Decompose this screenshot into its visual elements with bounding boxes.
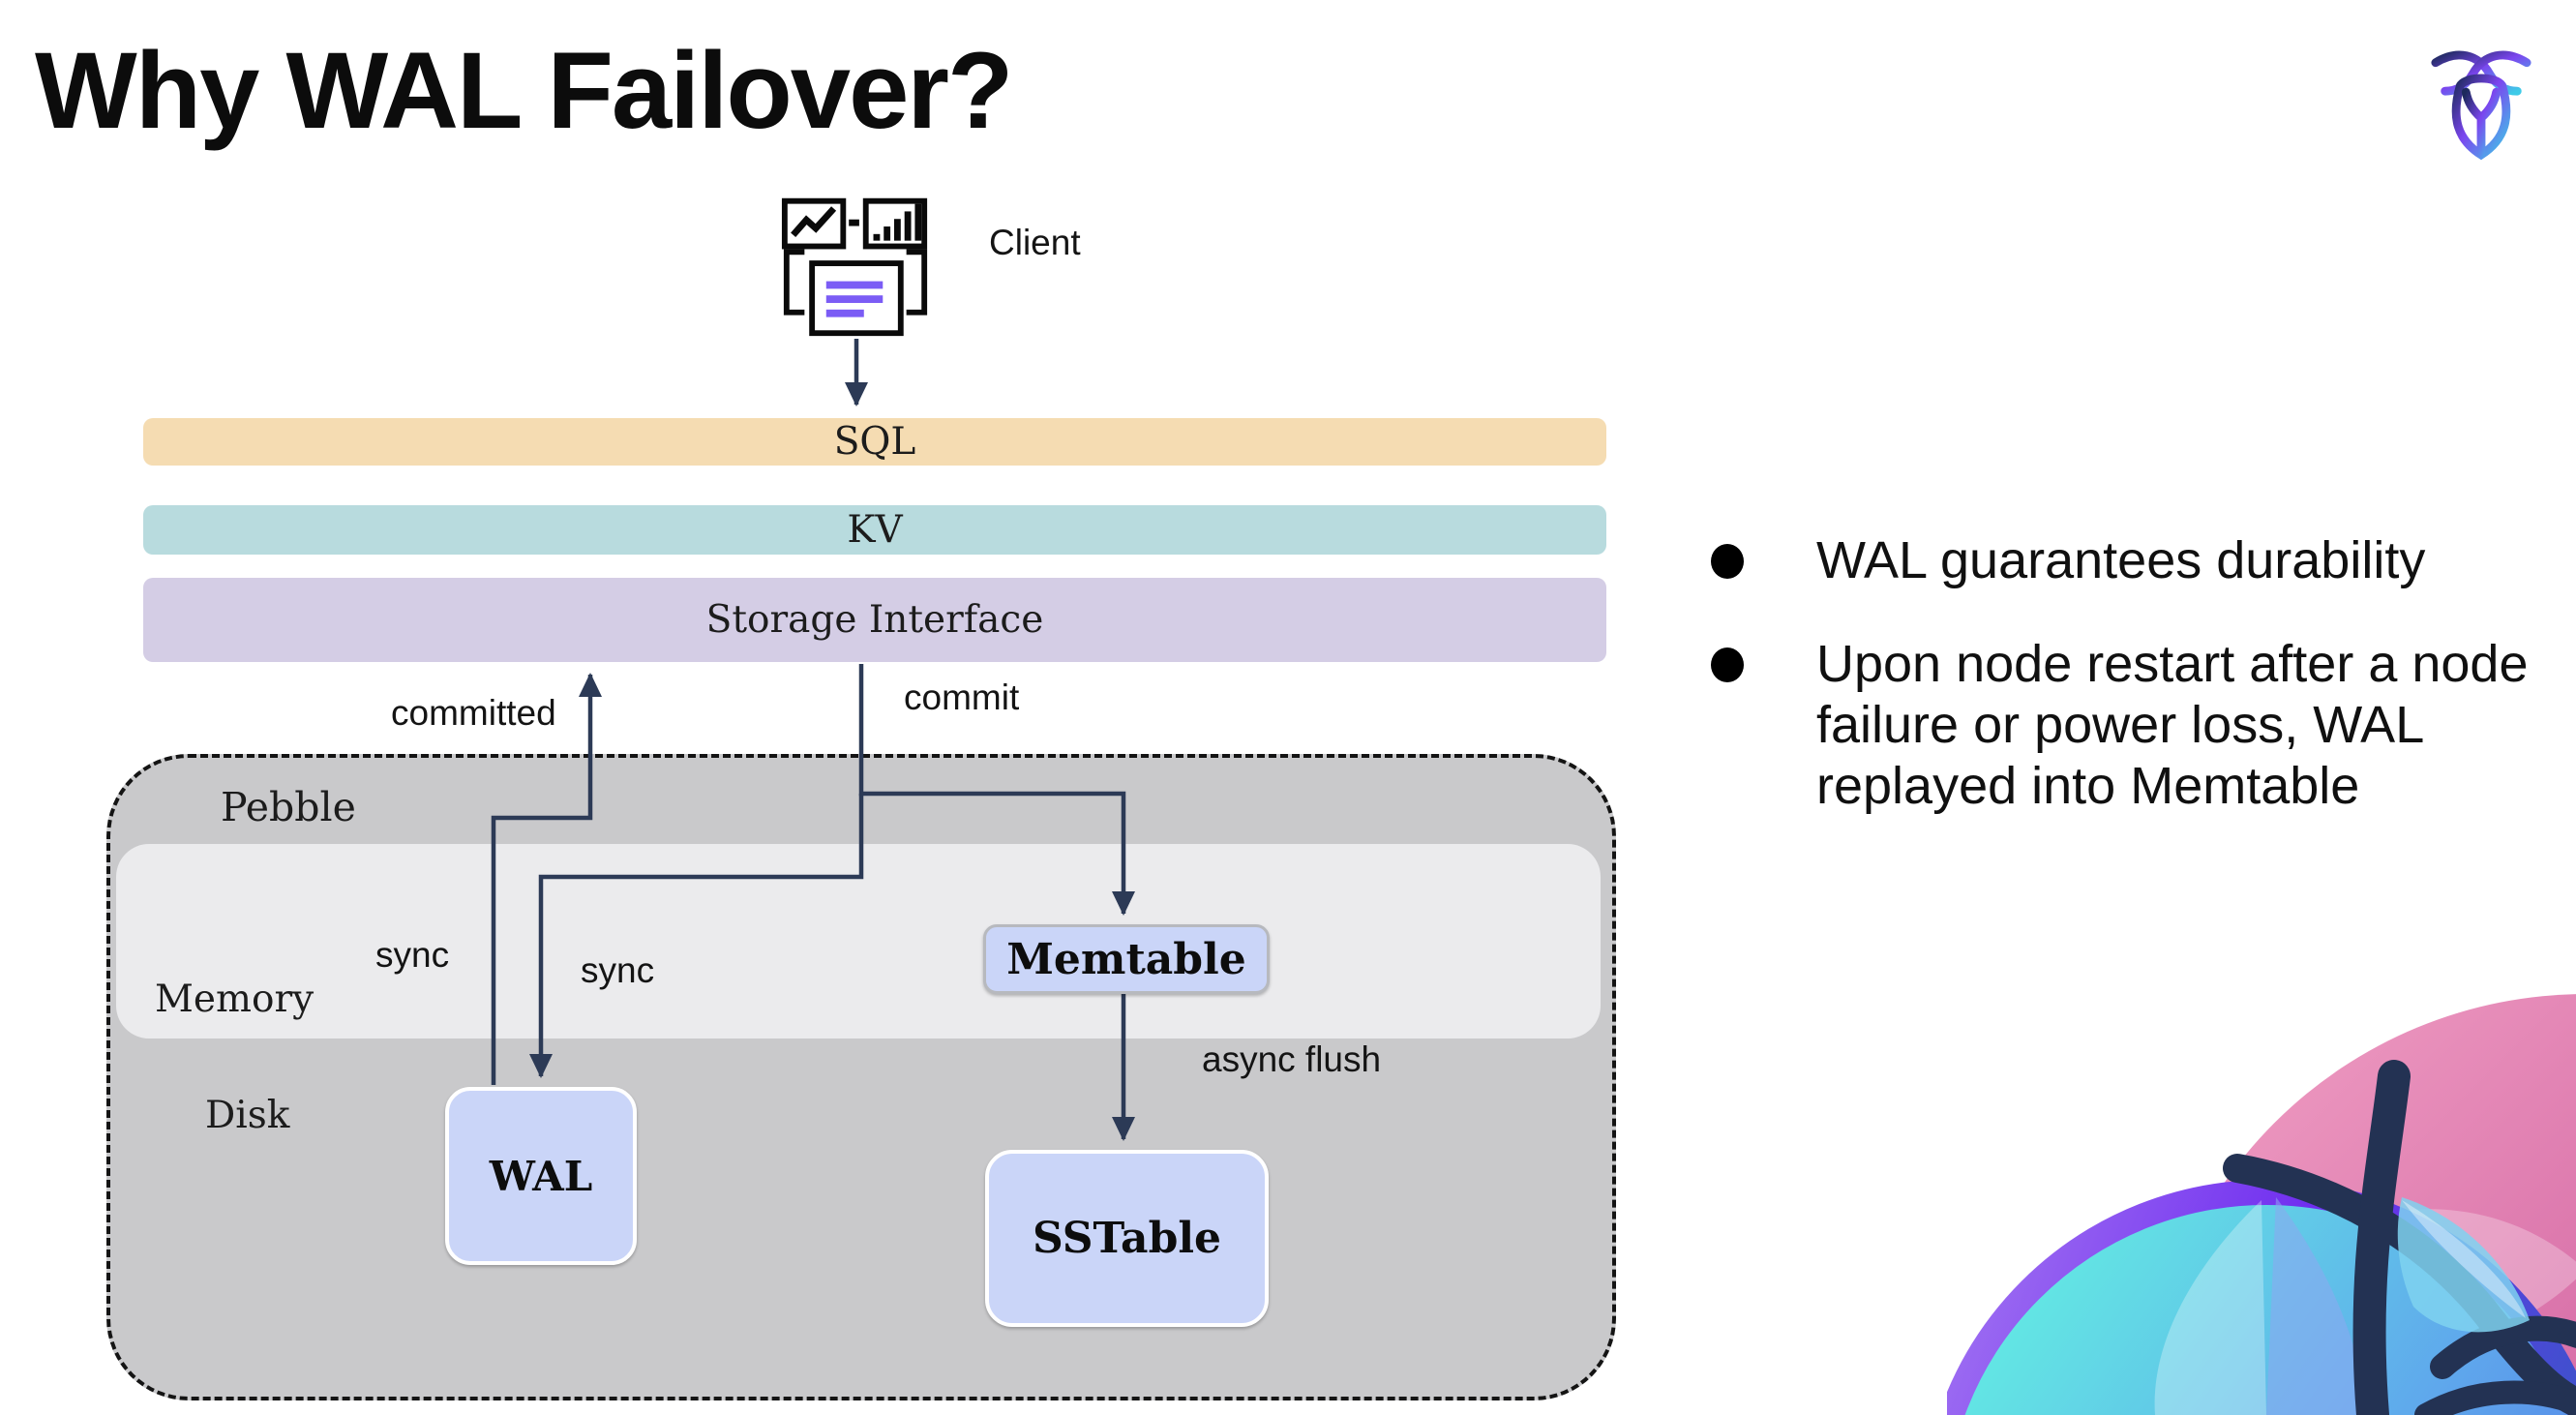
bullet-text: Upon node restart after a node failure o… [1816, 635, 2529, 815]
node-wal-label: WAL [489, 1152, 593, 1200]
art-petal-left [2154, 1200, 2266, 1415]
memory-label: Memory [155, 978, 315, 1021]
art-leaf [2397, 1197, 2530, 1333]
cockroachdb-logo-icon [2431, 50, 2531, 161]
layer-bar-sql: SQL [143, 418, 1606, 466]
art-leaf-sheen [2402, 1200, 2526, 1318]
layer-bar-storage-label: Storage Interface [705, 598, 1044, 642]
bullet-list: WAL guarantees durability Upon node rest… [1699, 530, 2551, 859]
client-doc-lines [825, 281, 884, 317]
bullet-text: WAL guarantees durability [1816, 531, 2426, 589]
art-petal-center [2266, 1197, 2368, 1415]
client-line-chart-glyph [791, 206, 837, 238]
node-memtable: Memtable [983, 924, 1270, 994]
layer-bar-storage-interface: Storage Interface [143, 578, 1606, 662]
node-sstable: SSTable [985, 1150, 1269, 1327]
edge-label-async-flush: async flush [1202, 1039, 1382, 1079]
client-bar-chart-glyph [873, 203, 922, 241]
logo-y-stem [2461, 87, 2501, 159]
cockroach-brand-orbs-art [1947, 994, 2576, 1415]
node-sstable-label: SSTable [1032, 1214, 1222, 1263]
disk-label: Disk [205, 1094, 290, 1137]
memory-band [116, 844, 1601, 1039]
client-label: Client [989, 223, 1081, 262]
bullet-dot-icon [1711, 647, 1744, 682]
edge-label-sync-left: sync [375, 935, 450, 975]
edge-label-committed: committed [391, 693, 556, 733]
client-bracket-right [906, 249, 928, 316]
client-dashboard-icon [781, 197, 928, 337]
client-bracket-left [783, 249, 805, 316]
layer-bar-kv-label: KV [847, 508, 903, 552]
layer-bar-kv: KV [143, 505, 1606, 555]
edge-label-commit: commit [904, 677, 1020, 717]
bullet-dot-icon [1711, 544, 1744, 579]
node-wal: WAL [445, 1087, 637, 1265]
bullet-item: WAL guarantees durability [1699, 530, 2551, 591]
edge-label-sync-right: sync [581, 950, 655, 990]
bullet-item: Upon node restart after a node failure o… [1699, 634, 2551, 817]
page-title: Why WAL Failover? [35, 30, 1013, 151]
node-memtable-label: Memtable [1006, 934, 1246, 984]
pebble-label: Pebble [221, 784, 356, 830]
client-line-chart-frame [781, 197, 847, 250]
logo-body [2451, 74, 2511, 161]
layer-bar-sql-label: SQL [833, 420, 916, 464]
